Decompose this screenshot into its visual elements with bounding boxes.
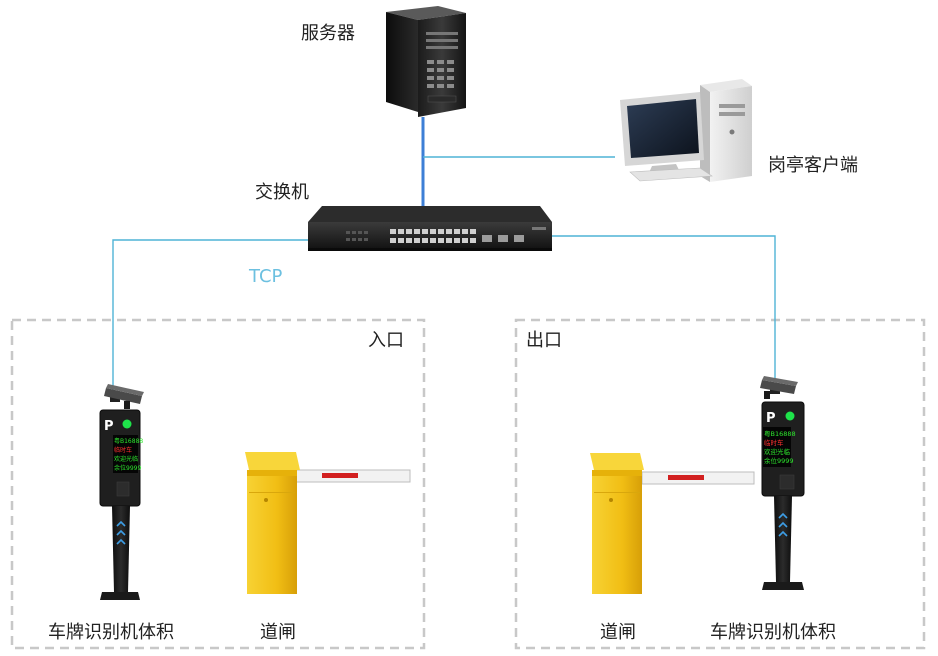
entry-barrier-label: 道闸	[260, 622, 296, 643]
exit-link	[545, 235, 776, 382]
arrow-up-icon	[116, 520, 126, 545]
parking-mark: P	[104, 419, 114, 434]
display-line-3: 欢迎光临	[114, 455, 138, 463]
parking-mark: P	[766, 411, 776, 426]
switch-label: 交换机	[255, 182, 309, 203]
camera-icon	[104, 384, 144, 409]
entry-recognizer-label: 车牌识别机体积	[48, 622, 174, 643]
display-line-1: 粤B16888	[114, 437, 143, 445]
entry-plate-recognizer: P 粤B16888 临时车 欢迎光临 余位9999	[99, 384, 144, 600]
status-led	[122, 419, 132, 429]
display-line-1: 粤B16888	[764, 429, 796, 438]
server-icon	[386, 6, 466, 117]
exit-recognizer-label: 车牌识别机体积	[710, 622, 836, 643]
entry-link	[112, 239, 310, 392]
exit-zone-border	[514, 318, 926, 650]
exit-barrier-gate	[590, 453, 755, 594]
arrow-up-icon	[778, 512, 788, 537]
status-led	[785, 411, 795, 421]
entry-barrier-gate	[245, 452, 411, 594]
camera-icon	[760, 376, 798, 399]
desktop-computer-icon	[620, 79, 752, 182]
client-label: 岗亭客户端	[768, 155, 858, 176]
entry-zone-title: 入口	[368, 330, 404, 351]
display-line-2: 临时车	[114, 446, 132, 454]
exit-barrier-label: 道闸	[600, 622, 636, 643]
display-line-3: 欢迎光临	[764, 447, 791, 456]
exit-zone-title: 出口	[526, 330, 562, 351]
display-line-2: 临时车	[764, 438, 784, 447]
display-line-4: 余位9999	[764, 456, 794, 465]
entry-zone-border	[10, 318, 426, 650]
exit-plate-recognizer: P 粤B16888 临时车 欢迎光临 余位9999	[760, 376, 805, 590]
tcp-protocol-label: TCP	[248, 266, 283, 287]
display-line-4: 余位9999	[114, 464, 141, 472]
network-switch-icon	[308, 206, 552, 251]
server-label: 服务器	[301, 23, 355, 44]
